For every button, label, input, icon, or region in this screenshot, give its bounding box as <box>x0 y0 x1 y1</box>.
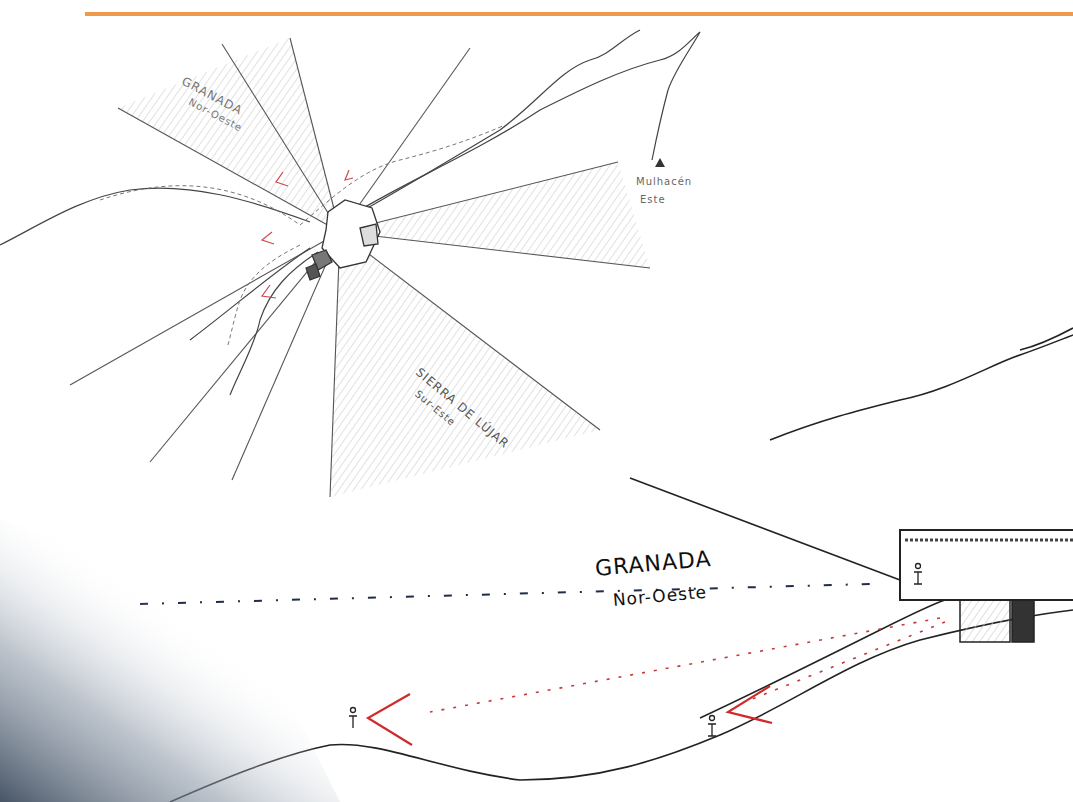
sketch-label: Nor-Oeste <box>612 582 708 610</box>
sketch-label: Este <box>640 194 666 205</box>
view-arrows <box>262 170 353 298</box>
sketch-label: Mulhacén <box>636 176 692 187</box>
paths <box>100 125 505 345</box>
person-icons <box>349 564 922 737</box>
peak-marker <box>655 158 665 167</box>
header-rule <box>85 12 1073 16</box>
building-plan <box>306 200 380 280</box>
terrain-lines <box>0 30 700 395</box>
view-wedges <box>118 38 650 497</box>
view-rays <box>70 38 650 497</box>
corner-shade <box>0 520 340 802</box>
section-building <box>900 530 1073 642</box>
sketch-label: GRANADA <box>594 546 712 581</box>
sightline <box>140 584 870 604</box>
view-chevrons <box>368 686 772 745</box>
red-sightlines <box>430 618 945 712</box>
